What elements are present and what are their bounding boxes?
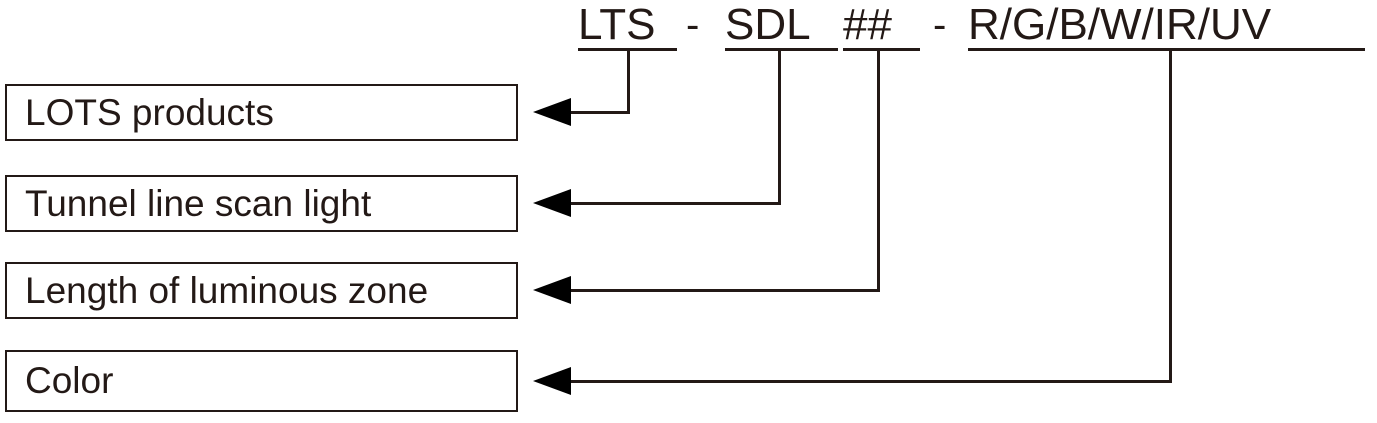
arrowhead-series xyxy=(533,189,571,217)
underline-color xyxy=(968,48,1365,51)
leader-vertical-length xyxy=(877,48,880,290)
arrowhead-color xyxy=(533,367,571,395)
leader-horizontal-series xyxy=(570,202,781,205)
callout-label-tunnel-line-scan-light: Tunnel line scan light xyxy=(25,182,372,224)
code-segment-series: SDL xyxy=(725,0,811,49)
arrowhead-prefix xyxy=(533,98,571,126)
callout-box-lots-products: LOTS products xyxy=(5,84,518,141)
code-segment-color: R/G/B/W/IR/UV xyxy=(968,0,1272,49)
leader-vertical-series xyxy=(778,48,781,203)
callout-box-length-of-luminous-zone: Length of luminous zone xyxy=(5,262,518,319)
leader-horizontal-prefix xyxy=(570,111,630,114)
leader-vertical-prefix xyxy=(627,48,630,112)
code-separator-dash-1: - xyxy=(686,3,700,47)
underline-length xyxy=(843,48,920,51)
underline-series xyxy=(725,48,838,51)
callout-box-color: Color xyxy=(5,350,518,412)
callout-label-length-of-luminous-zone: Length of luminous zone xyxy=(25,269,429,311)
leader-vertical-color xyxy=(1169,48,1172,381)
callout-label-color: Color xyxy=(25,360,114,401)
code-separator-dash-2: - xyxy=(933,3,947,47)
code-segment-prefix: LTS xyxy=(578,0,656,49)
callout-label-lots-products: LOTS products xyxy=(25,91,274,133)
arrowhead-length xyxy=(533,276,571,304)
code-segment-length: ## xyxy=(843,0,892,49)
leader-horizontal-length xyxy=(570,289,880,292)
callout-box-tunnel-line-scan-light: Tunnel line scan light xyxy=(5,175,518,232)
model-code-line: LTS - SDL ## - R/G/B/W/IR/UV xyxy=(0,0,1377,52)
leader-horizontal-color xyxy=(570,380,1172,383)
